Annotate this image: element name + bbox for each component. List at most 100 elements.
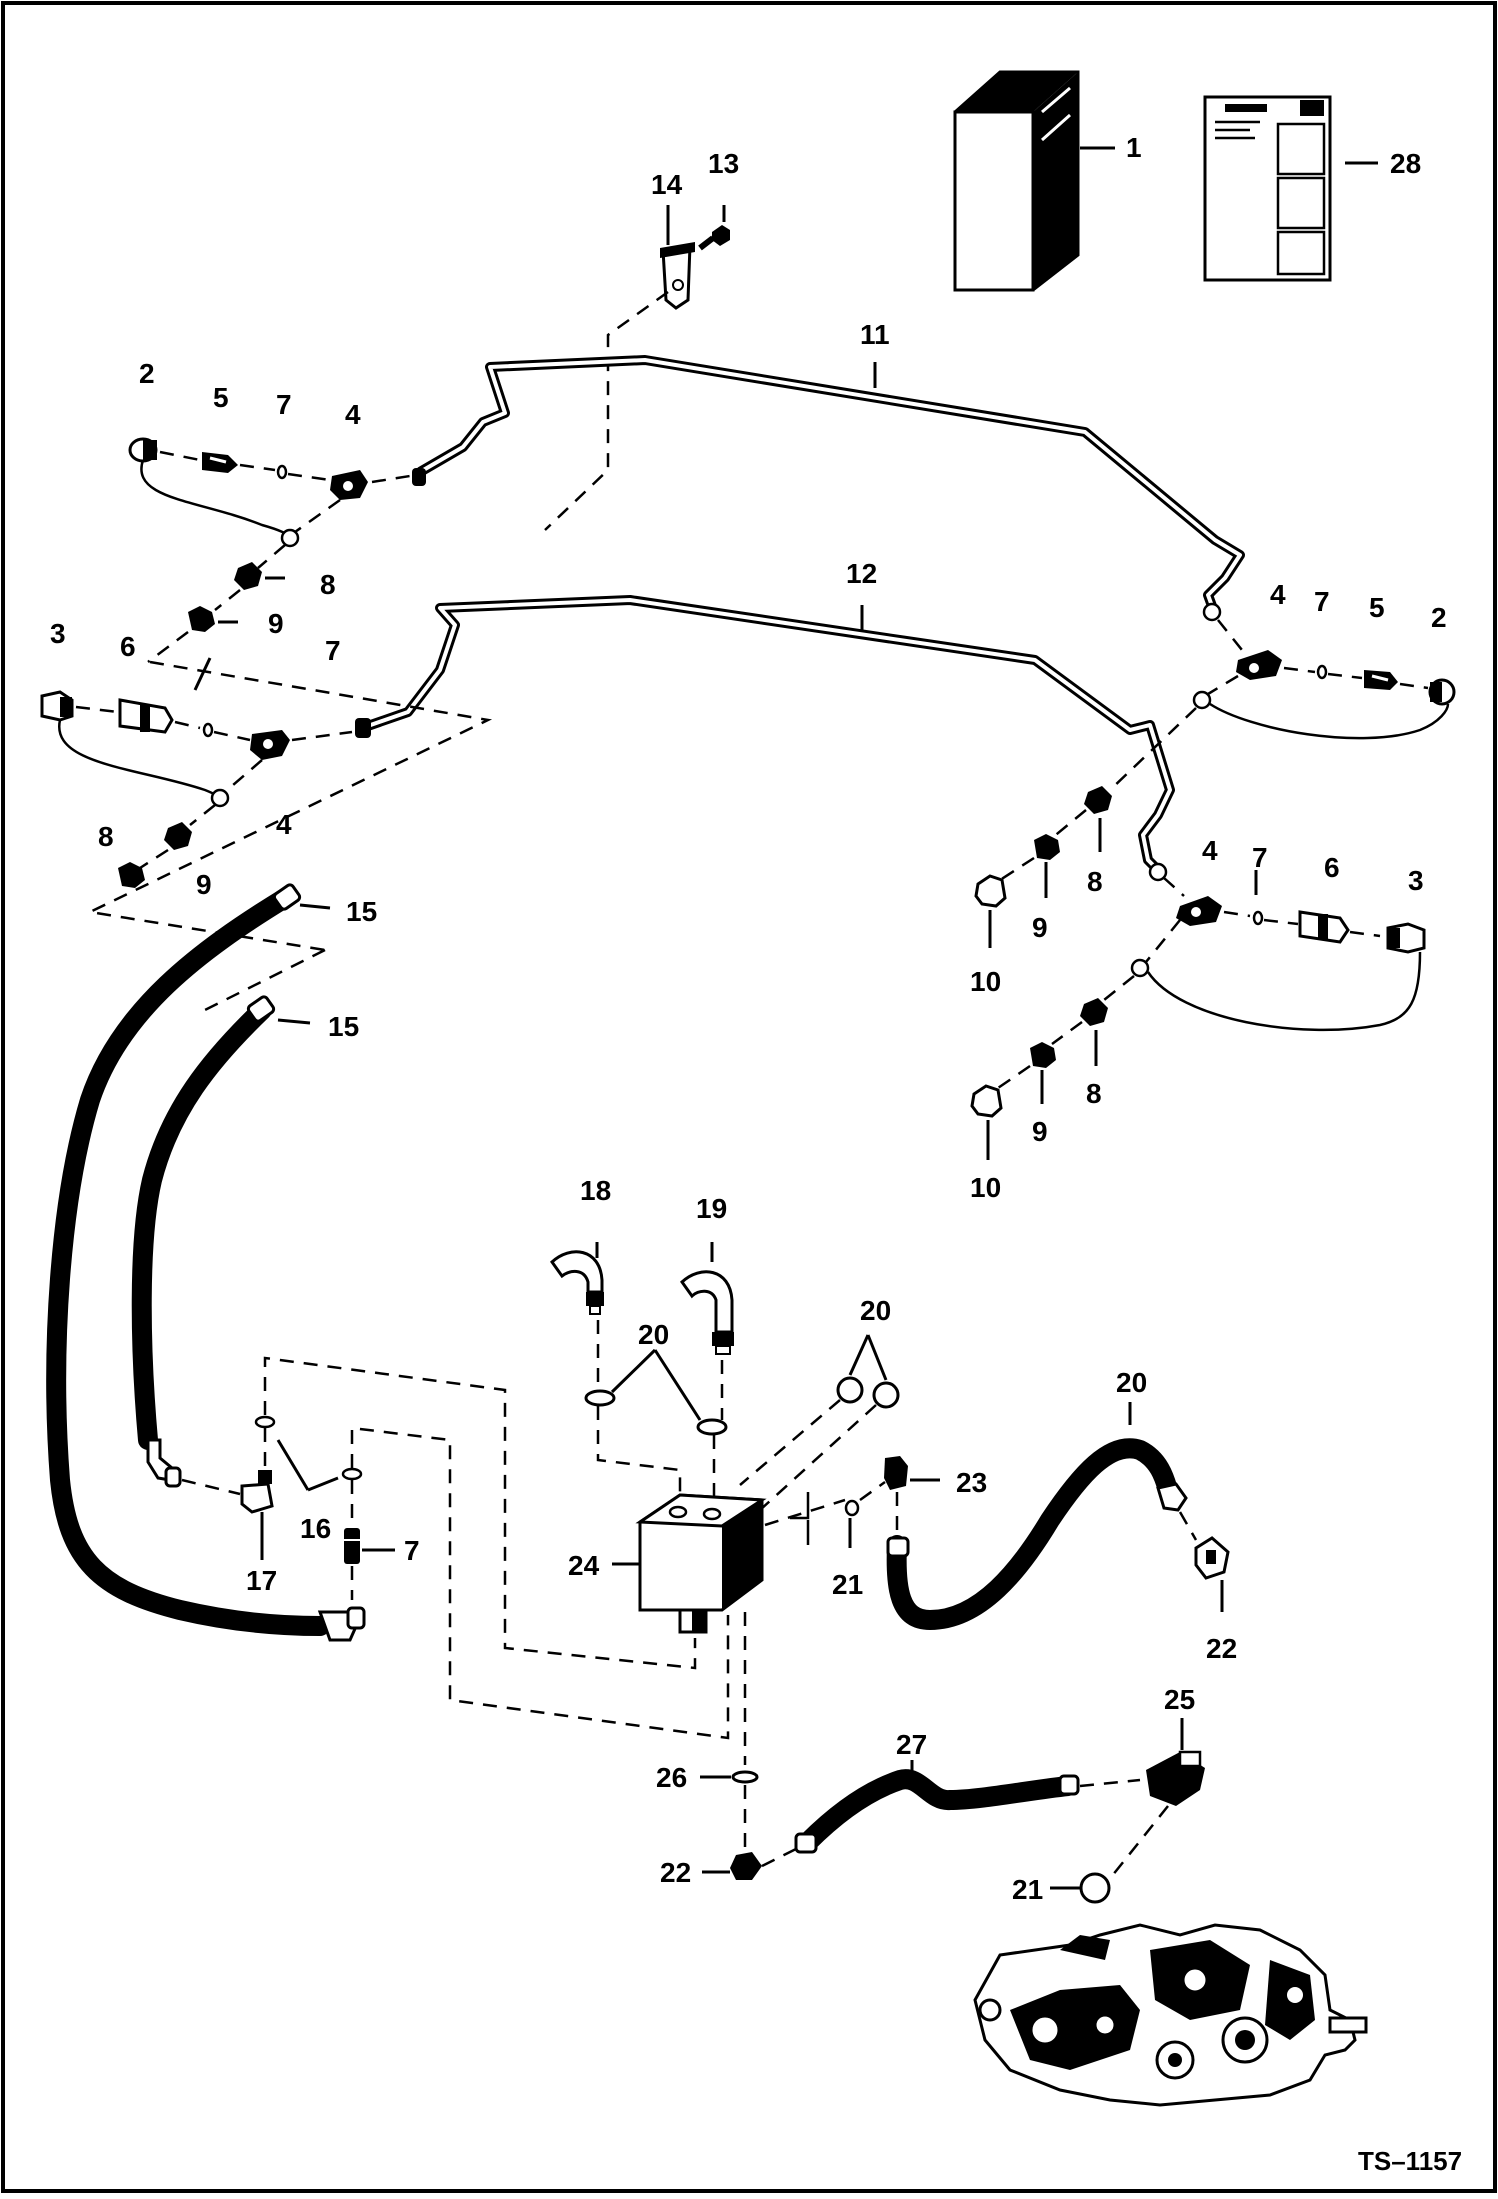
routing-line-a [263,1356,697,1670]
dash [712,1360,724,1505]
o-ring [584,1389,616,1407]
callout-label: 15 [346,896,377,927]
callout-label: 4 [1270,579,1286,610]
fitting-group-upper-right [974,602,1456,948]
callout-label: 2 [139,358,155,389]
hydraulic-hose-outer [46,883,366,1642]
callout-label: 11 [860,319,890,350]
adapter-fitting-lower [702,1846,799,1880]
callout-label: 15 [328,1011,359,1042]
pump-fitting [1079,1718,1205,1877]
o-ring [1079,1872,1111,1904]
tube-clamp [660,205,695,310]
adapter-fitting-upper [859,1456,940,1534]
callout-label: 2 [1431,602,1447,633]
callout-label: 10 [970,1172,1001,1203]
hydraulic-hose-25 [794,1760,1080,1854]
dash [759,1404,877,1511]
o-ring [872,1381,900,1409]
o-ring [844,1499,860,1517]
callout-label: 9 [196,869,212,900]
clamp-bolt [698,205,730,251]
dash [596,1320,682,1505]
leader [866,1334,888,1381]
callout-label: 7 [1314,586,1330,617]
callout-label: 14 [651,169,683,200]
decal-sheet [1203,95,1378,282]
elbow-fitting-19 [680,1242,734,1355]
callout-label: 7 [325,635,341,666]
callout-label: 8 [1086,1078,1102,1109]
callout-label: 21 [1012,1874,1043,1905]
callout-label: 6 [1324,852,1340,883]
o-ring [836,1376,864,1404]
callout-label: 12 [846,558,877,589]
callout-label: 4 [345,399,361,430]
swivel-adapter [1178,1511,1230,1612]
leader [610,1348,657,1394]
callout-label: 26 [656,1762,687,1793]
o-ring [696,1418,728,1436]
callout-label: 5 [213,382,229,413]
dash [764,1498,846,1527]
callout-label: 20 [638,1319,669,1350]
valve-block [612,1493,767,1634]
o-ring [731,1770,759,1784]
callout-label: 9 [268,608,284,639]
callout-label: 19 [696,1193,727,1224]
callout-label: 25 [1164,1684,1195,1715]
steel-tube-lower [360,595,1175,874]
tee-fitting [181,1470,274,1560]
callout-label: 6 [120,631,136,662]
callout-label: 4 [1202,835,1218,866]
callout-label: 21 [832,1569,863,1600]
callout-label: 17 [246,1565,277,1596]
callout-label: 22 [660,1857,691,1888]
leader [653,1349,702,1421]
callout-label: 7 [276,389,292,420]
callout-label: 23 [956,1467,987,1498]
callout-label: 22 [1206,1633,1237,1664]
drawing-number: TS–1157 [1358,2146,1462,2176]
callout-label: 3 [1408,865,1424,896]
callout-label: 20 [1116,1367,1147,1398]
callout-label: 9 [1032,1116,1048,1147]
hydrostatic-pump [973,1923,1368,2107]
callout-label: 7 [404,1535,420,1566]
elbow-fitting-18 [550,1242,604,1315]
callout-label: 18 [580,1175,611,1206]
routing-line-b [350,1426,730,1740]
hydraulic-hose-23 [886,1402,1188,1630]
callout-label: 28 [1390,148,1421,179]
tube-routing-outline-left [85,660,493,952]
fitting-group-lower-right [970,862,1426,1160]
fitting-group-upper-left [128,437,426,663]
callout-label: 5 [1369,592,1385,623]
manual-box [953,70,1115,292]
callout-label: 13 [708,148,739,179]
steel-tube-upper [417,355,1245,608]
callout-label: 16 [300,1513,331,1544]
callout-label: 3 [50,618,66,649]
callout-label: 24 [568,1550,600,1581]
callout-label: 8 [320,569,336,600]
hydraulic-hose-inner [131,995,311,1488]
callout-label: 20 [860,1295,891,1326]
callout-label: 27 [896,1729,927,1760]
o-ring [254,1415,276,1429]
callout-label: 9 [1032,912,1048,943]
leader [307,1476,339,1492]
callout-label: 7 [1252,842,1268,873]
o-ring [341,1467,363,1481]
callout-label: 4 [276,809,292,840]
leader [848,1334,870,1376]
callout-label: 8 [98,821,114,852]
fitting-group-lower-left [40,657,371,888]
callout-label: 10 [970,966,1001,997]
callout-label: 1 [1126,132,1142,163]
dash [739,1399,841,1486]
callout-label: 8 [1087,866,1103,897]
